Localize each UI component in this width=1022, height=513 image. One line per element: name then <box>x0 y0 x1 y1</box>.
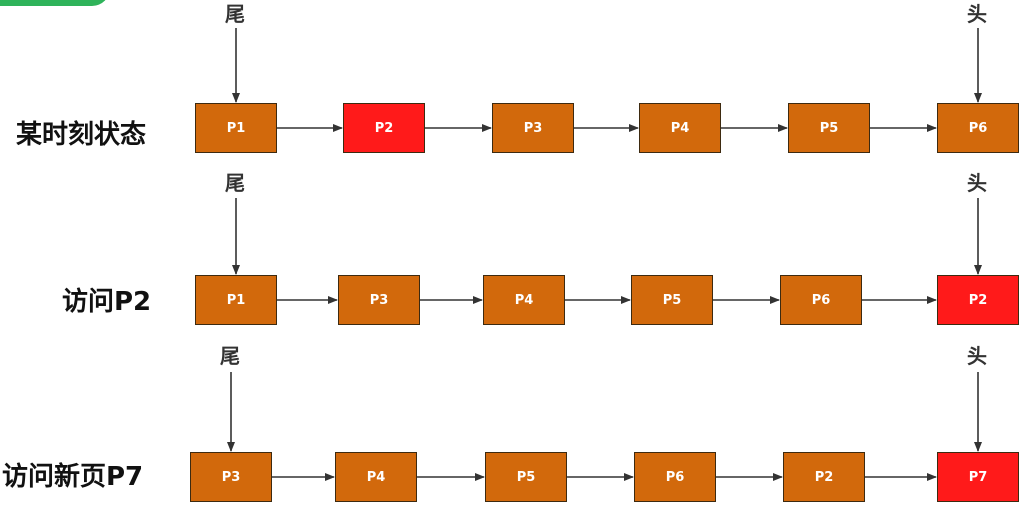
page-node: P4 <box>483 275 565 325</box>
tail-pointer-label: 尾 <box>220 344 240 368</box>
page-node: P3 <box>492 103 574 153</box>
page-node: P2 <box>783 452 865 502</box>
page-node: P4 <box>335 452 417 502</box>
page-node: P1 <box>195 275 277 325</box>
head-pointer-label: 头 <box>967 344 987 368</box>
page-node: P5 <box>485 452 567 502</box>
tail-pointer-label: 尾 <box>225 2 245 26</box>
page-node: P6 <box>937 103 1019 153</box>
page-node: P2 <box>937 275 1019 325</box>
head-pointer-label: 头 <box>967 2 987 26</box>
page-node: P2 <box>343 103 425 153</box>
tail-pointer-label: 尾 <box>225 171 245 195</box>
head-pointer-label: 头 <box>967 171 987 195</box>
page-node: P3 <box>190 452 272 502</box>
page-node: P4 <box>639 103 721 153</box>
corner-badge <box>0 0 110 6</box>
page-node: P5 <box>788 103 870 153</box>
page-node: P5 <box>631 275 713 325</box>
page-node: P6 <box>780 275 862 325</box>
page-node: P7 <box>937 452 1019 502</box>
page-node: P3 <box>338 275 420 325</box>
row-label: 某时刻状态 <box>16 120 147 150</box>
row-label: 访问新页P7 <box>2 462 144 492</box>
page-node: P1 <box>195 103 277 153</box>
page-node: P6 <box>634 452 716 502</box>
row-label: 访问P2 <box>62 287 152 317</box>
